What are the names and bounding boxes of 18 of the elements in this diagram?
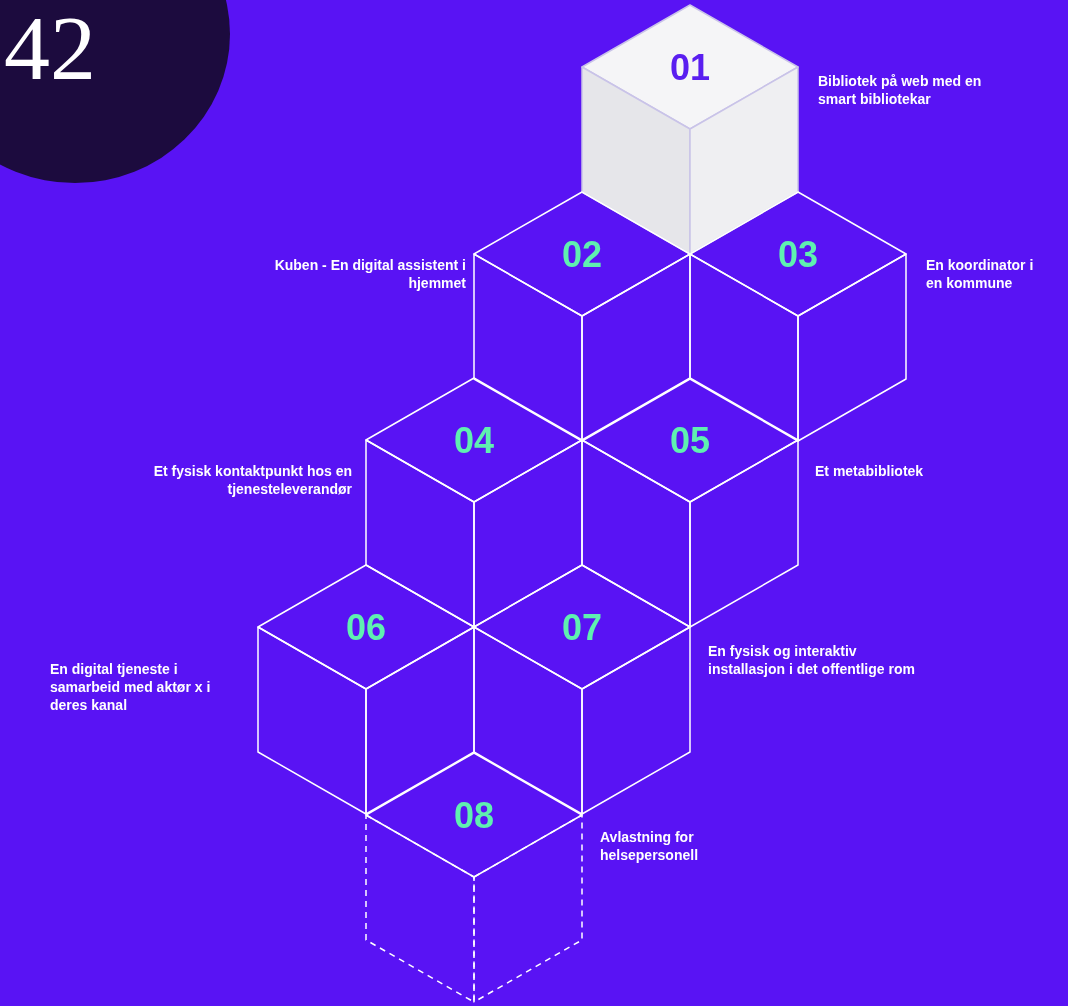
cube-caption: Kuben - En digital assistent i hjemmet — [273, 256, 466, 292]
cube-number: 05 — [670, 421, 710, 461]
cube-caption: En fysisk og interaktiv installasjon i det offentlige rom — [708, 642, 916, 678]
cube-number: 07 — [562, 608, 602, 648]
cube-caption: Et metabibliotek — [815, 462, 925, 480]
cube-caption: En koordinator i en kommune — [926, 256, 1035, 292]
cube-number: 06 — [346, 608, 386, 648]
cube-caption: Avlastning for helsepersonell — [600, 828, 700, 864]
cube-caption: Et fysisk kontaktpunkt hos en tjenesteleverandør — [152, 462, 352, 498]
page-number: 42 — [4, 2, 96, 94]
cube-number: 03 — [778, 235, 818, 275]
cube-caption: En digital tjeneste i samarbeid med aktør x i deres kanal — [50, 660, 212, 714]
cube-caption: Bibliotek på web med en smart bibliotekar — [818, 72, 983, 108]
cube-number: 04 — [454, 421, 494, 461]
cube-number: 02 — [562, 235, 602, 275]
dashed-cube — [365, 752, 583, 1006]
cube-number: 01 — [670, 48, 710, 88]
cube-number: 08 — [454, 796, 494, 836]
